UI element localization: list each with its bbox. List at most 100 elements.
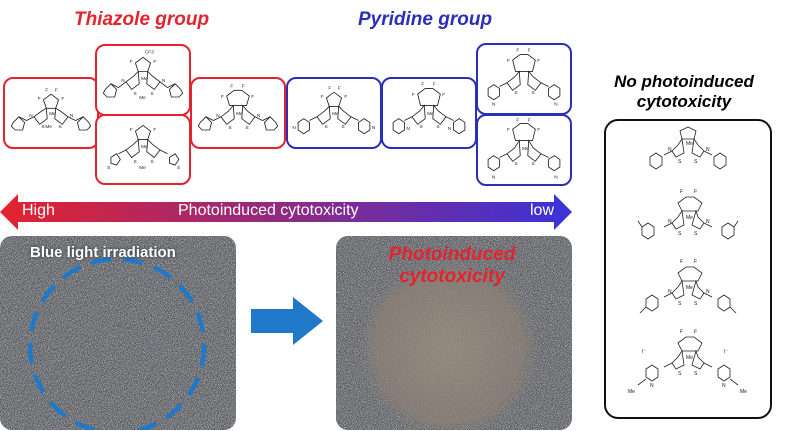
molecule-structure-icon: F F F F Me S S N N (197, 84, 279, 131)
svg-text:N: N (668, 289, 672, 295)
svg-text:N: N (554, 101, 558, 107)
svg-text:S: S (515, 161, 518, 167)
svg-text:I⁻: I⁻ (724, 349, 728, 355)
svg-text:F: F (130, 127, 133, 133)
svg-text:F: F (230, 84, 233, 90)
svg-text:S: S (342, 124, 345, 130)
molecule-structure-icon: F F F F Me S S N N (392, 82, 466, 135)
svg-text:F: F (680, 189, 683, 195)
svg-text:S: S (59, 124, 62, 130)
molecule-list-icon: Me S S N N F F Me S S N N F F Me S S N N… (628, 126, 747, 395)
svg-text:N: N (706, 289, 710, 295)
svg-text:F: F (528, 48, 531, 54)
svg-text:S: S (134, 159, 137, 165)
process-arrow-icon (251, 297, 323, 345)
molecule-structure-icon: F F Me S S S S Me (107, 124, 180, 171)
molecule-box-thiazole-2: CF3 F F Me S S Me N N (95, 44, 191, 116)
iodide-label: I⁻ (642, 349, 646, 355)
photo-right-line2: cytotoxicity (399, 266, 505, 287)
svg-text:F: F (528, 118, 531, 124)
svg-text:S: S (694, 301, 698, 307)
svg-text:S: S (678, 159, 682, 165)
svg-text:S: S (107, 165, 110, 171)
thiazole-group-title: Thiazole group (74, 9, 210, 30)
svg-text:Me: Me (686, 141, 693, 147)
blue-light-caption: Blue light irradiation (30, 244, 176, 261)
svg-text:Me: Me (139, 165, 146, 171)
svg-text:F: F (694, 189, 697, 195)
molecule-structure-icon: F F F F S S N N (487, 48, 561, 107)
svg-text:S: S (678, 301, 682, 307)
svg-text:F: F (433, 82, 436, 88)
cytotoxicity-gradient-arrow (0, 194, 572, 230)
svg-text:S: S (694, 371, 698, 377)
no-cytotoxicity-molecules-box: Me S S N N F F Me S S N N F F Me S S N N… (604, 119, 772, 419)
arrow-label-high: High (22, 202, 55, 219)
svg-text:S: S (177, 165, 180, 171)
svg-text:N: N (292, 125, 296, 131)
molecule-box-thiazole-3: F F Me S S S S Me (95, 114, 191, 185)
svg-text:F: F (516, 118, 519, 124)
svg-text:N: N (668, 219, 672, 225)
no-photo-line2: cytotoxicity (636, 92, 732, 111)
svg-text:N: N (162, 78, 166, 84)
svg-text:F: F (516, 48, 519, 54)
svg-text:F: F (38, 96, 41, 102)
svg-text:F: F (242, 84, 245, 90)
svg-text:F: F (130, 59, 133, 65)
svg-text:N: N (706, 147, 710, 153)
methyl-label: Me (49, 111, 56, 117)
microscopy-image-after (336, 236, 572, 430)
svg-text:F: F (680, 259, 683, 265)
svg-text:S: S (134, 91, 137, 97)
svg-text:N: N (722, 383, 726, 389)
svg-text:F: F (328, 85, 331, 91)
microscopy-image-before (0, 236, 236, 430)
svg-text:N: N (70, 113, 74, 119)
svg-text:S: S (694, 159, 698, 165)
svg-text:F: F (680, 329, 683, 335)
svg-text:F: F (421, 82, 424, 88)
svg-text:Me: Me (522, 146, 529, 152)
molecule-box-pyridine-1: F F F F Me S S N N (286, 77, 382, 149)
svg-text:N: N (492, 101, 496, 107)
sulfur-label: S (42, 124, 45, 130)
svg-text:Me: Me (628, 389, 635, 395)
no-photoinduced-title: No photoinduced cytotoxicity (584, 72, 784, 112)
svg-text:Me: Me (141, 144, 148, 150)
pyridine-group-title: Pyridine group (358, 9, 493, 30)
svg-text:F: F (344, 94, 347, 100)
svg-text:F: F (61, 96, 64, 102)
fluoro-label: F (45, 87, 48, 93)
svg-text:Me: Me (740, 389, 747, 395)
svg-text:F: F (153, 127, 156, 133)
molecule-box-thiazole-4: F F F F Me S S N N (190, 77, 286, 149)
molecule-box-thiazole-1: F F F F Me S Me S N N (3, 77, 99, 149)
svg-text:F: F (507, 58, 510, 64)
svg-text:Me: Me (686, 285, 693, 291)
svg-text:N: N (257, 113, 261, 119)
svg-text:Me: Me (139, 95, 146, 101)
svg-text:Me: Me (686, 215, 693, 221)
svg-text:F: F (55, 87, 58, 93)
svg-text:F: F (537, 127, 540, 133)
svg-text:S: S (229, 125, 232, 131)
svg-text:S: S (437, 124, 440, 130)
svg-text:N: N (448, 126, 452, 132)
arrow-label-center: Photoinduced cytotoxicity (178, 202, 359, 219)
svg-text:S: S (325, 124, 328, 130)
svg-text:S: S (151, 91, 154, 97)
svg-text:F: F (412, 92, 415, 98)
svg-text:S: S (532, 90, 535, 96)
svg-text:Me: Me (236, 111, 243, 117)
svg-text:S: S (678, 371, 682, 377)
svg-text:Me: Me (45, 124, 52, 130)
svg-text:F: F (694, 259, 697, 265)
svg-text:N: N (650, 383, 654, 389)
svg-text:N: N (372, 125, 376, 131)
svg-text:Me: Me (141, 76, 148, 82)
svg-text:Me: Me (686, 355, 693, 361)
svg-text:F: F (221, 94, 224, 100)
svg-text:S: S (420, 124, 423, 130)
svg-text:F: F (537, 58, 540, 64)
